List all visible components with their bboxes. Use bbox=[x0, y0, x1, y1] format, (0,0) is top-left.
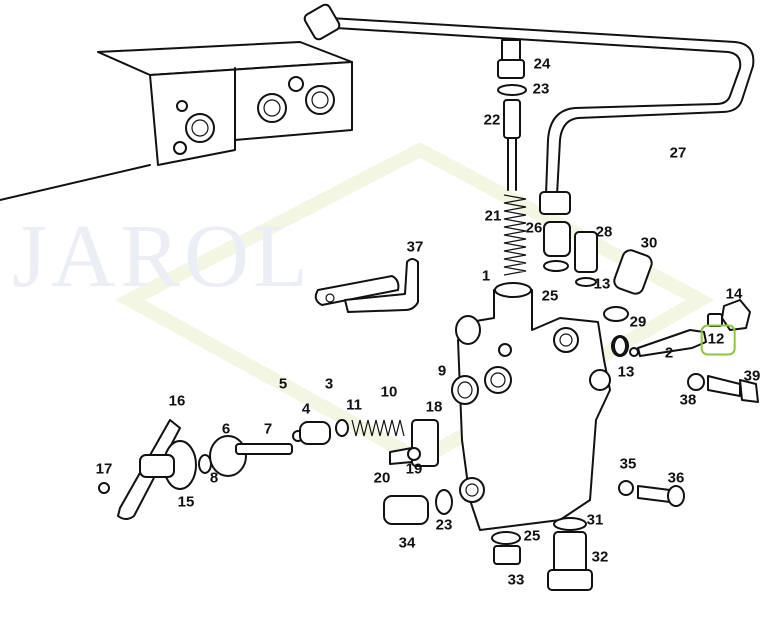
callout-36: 36 bbox=[667, 469, 685, 487]
pipe-27 bbox=[303, 3, 755, 215]
callout-6: 6 bbox=[221, 420, 231, 438]
callout-28: 28 bbox=[595, 223, 613, 241]
watermark-diamond bbox=[115, 142, 715, 469]
watermark: JAROL bbox=[12, 207, 313, 306]
callout-8: 8 bbox=[209, 469, 219, 487]
callout-38: 38 bbox=[679, 391, 697, 409]
callout-20: 20 bbox=[373, 469, 391, 487]
bolt-39 bbox=[687, 373, 759, 403]
callout-37: 37 bbox=[406, 238, 424, 256]
callout-19: 19 bbox=[405, 460, 423, 478]
callout-11: 11 bbox=[346, 396, 362, 414]
lever-assembly bbox=[98, 419, 439, 520]
callout-24: 24 bbox=[533, 55, 551, 73]
callout-23-lower: 23 bbox=[435, 516, 453, 534]
bracket-37 bbox=[314, 258, 419, 313]
callout-12-highlighted[interactable]: 12 bbox=[700, 324, 736, 356]
callout-18: 18 bbox=[425, 398, 443, 416]
callout-23: 23 bbox=[532, 80, 550, 98]
callout-27: 27 bbox=[669, 144, 687, 162]
callout-9: 9 bbox=[437, 362, 447, 380]
callout-7: 7 bbox=[263, 420, 273, 438]
callout-16: 16 bbox=[168, 392, 186, 410]
callout-5: 5 bbox=[278, 375, 288, 393]
callout-4: 4 bbox=[301, 400, 311, 418]
callout-30: 30 bbox=[640, 234, 658, 252]
callout-29: 29 bbox=[629, 313, 647, 331]
manifold-block bbox=[0, 41, 353, 201]
callout-33: 33 bbox=[507, 571, 525, 589]
callout-17: 17 bbox=[95, 460, 113, 478]
callout-22: 22 bbox=[483, 111, 501, 129]
callout-32: 32 bbox=[591, 548, 609, 566]
callout-35: 35 bbox=[619, 455, 637, 473]
callout-39: 39 bbox=[743, 367, 761, 385]
callout-14: 14 bbox=[725, 285, 743, 303]
callout-34: 34 bbox=[398, 534, 416, 552]
lower-fittings bbox=[383, 480, 685, 591]
callout-25-lower: 25 bbox=[523, 527, 541, 545]
callout-25: 25 bbox=[541, 287, 559, 305]
plunger-assembly bbox=[497, 39, 527, 276]
callout-3: 3 bbox=[324, 375, 334, 393]
valve-body-1 bbox=[451, 282, 611, 531]
callout-21: 21 bbox=[484, 207, 502, 225]
callout-26: 26 bbox=[525, 219, 543, 237]
callout-10: 10 bbox=[380, 383, 398, 401]
callout-31: 31 bbox=[586, 511, 604, 529]
callout-13: 13 bbox=[593, 275, 611, 293]
callout-15: 15 bbox=[177, 493, 195, 511]
pin-assembly bbox=[613, 299, 751, 357]
callout-2: 2 bbox=[664, 344, 674, 362]
callout-13-lower: 13 bbox=[617, 363, 635, 381]
callout-1: 1 bbox=[481, 267, 491, 285]
